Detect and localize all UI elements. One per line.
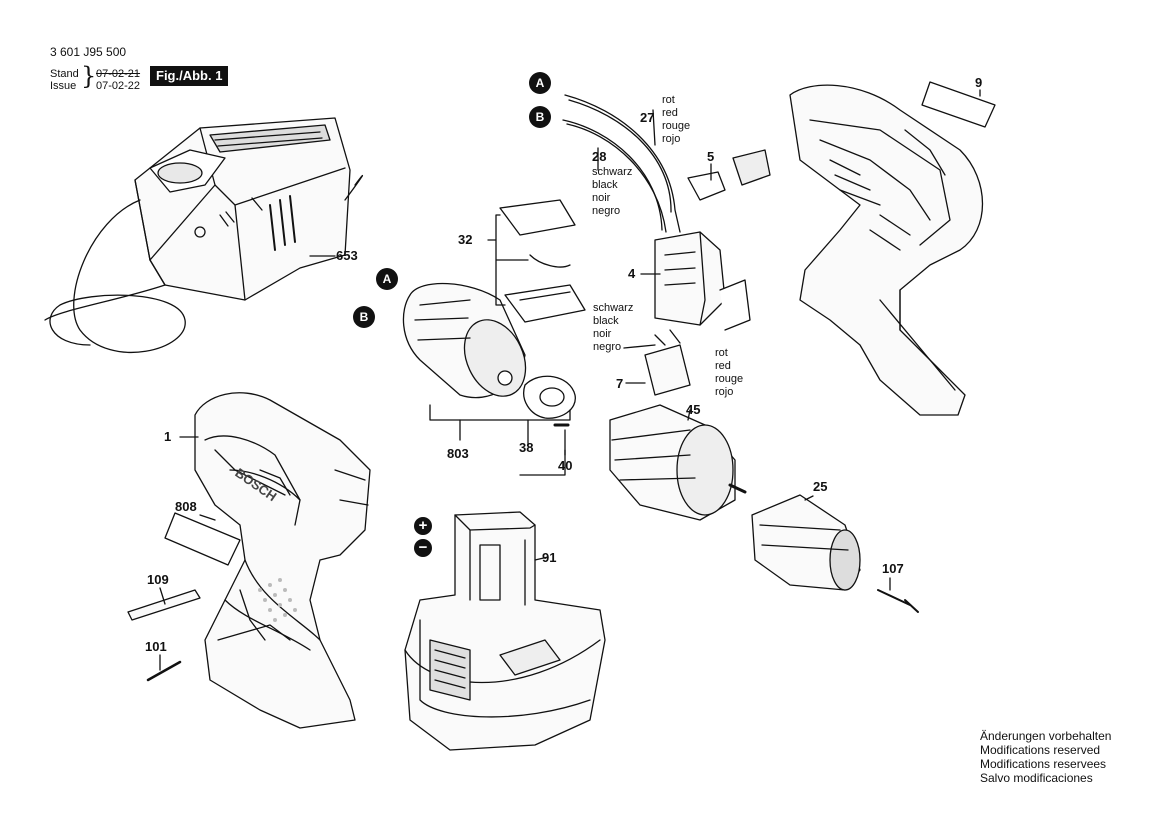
part-45: 45 [686,402,701,417]
header-brace: } [81,62,97,90]
part-27: 27 [640,110,655,125]
part-7: 7 [616,376,624,391]
stand-date: 07-02-21 [96,68,141,80]
battery-plus-icon: + [414,517,432,535]
part-109: 109 [147,572,169,587]
callout-a-top: A [529,72,551,94]
wire-7-red-colors: rot red rouge rojo [715,347,744,398]
wire-27-colors: rot red rouge rojo [662,94,691,145]
part-101: 101 [145,639,167,654]
part-38: 38 [519,440,534,455]
wire-28-colors: schwarz black noir negro [592,166,633,217]
housing-drawing [194,392,371,729]
battery-minus-icon: − [414,539,432,557]
figure-label: Fig./Abb. 1 [150,66,229,86]
callout-b-top: B [529,106,551,128]
part-5: 5 [707,149,715,164]
wires-drawing [562,94,681,233]
part-803: 803 [447,446,469,461]
part-4: 4 [628,266,636,281]
part-107: 107 [882,561,904,576]
battery-drawing [404,511,606,751]
housing-right-drawing [789,84,984,416]
part-32: 32 [458,232,473,247]
stand-label: Stand [50,68,79,80]
issue-label: Issue [50,80,77,92]
wire-7-black-colors: schwarz black noir negro [593,302,634,353]
switch-7-drawing [644,329,691,396]
part-28: 28 [592,149,607,164]
charger-drawing [44,117,364,354]
label-808-drawing [164,512,241,566]
motor-drawing [402,282,576,476]
document-number: 3 601 J95 500 [50,45,127,59]
screw-101-drawing [146,660,182,682]
label-9-drawing [921,81,996,128]
part-91: 91 [542,550,557,565]
callout-a-motor: A [376,268,398,290]
part-1: 1 [164,429,172,444]
clips-drawing [499,199,586,323]
part-25: 25 [813,479,828,494]
part-808: 808 [175,499,197,514]
callout-b-motor: B [353,306,375,328]
modifications-notice: Änderungen vorbehalten Modifications res… [980,729,1112,785]
issue-date: 07-02-22 [96,80,141,92]
screw-107-drawing [877,589,919,613]
part-40: 40 [558,458,573,473]
switch-drawing [654,231,751,331]
gearbox-drawing [609,404,747,521]
part-653: 653 [336,248,358,263]
part-9: 9 [975,75,983,90]
chuck-drawing [751,494,861,591]
bit-109-drawing [127,589,201,621]
slide-drawing [687,149,771,201]
leader-lines [159,89,981,671]
